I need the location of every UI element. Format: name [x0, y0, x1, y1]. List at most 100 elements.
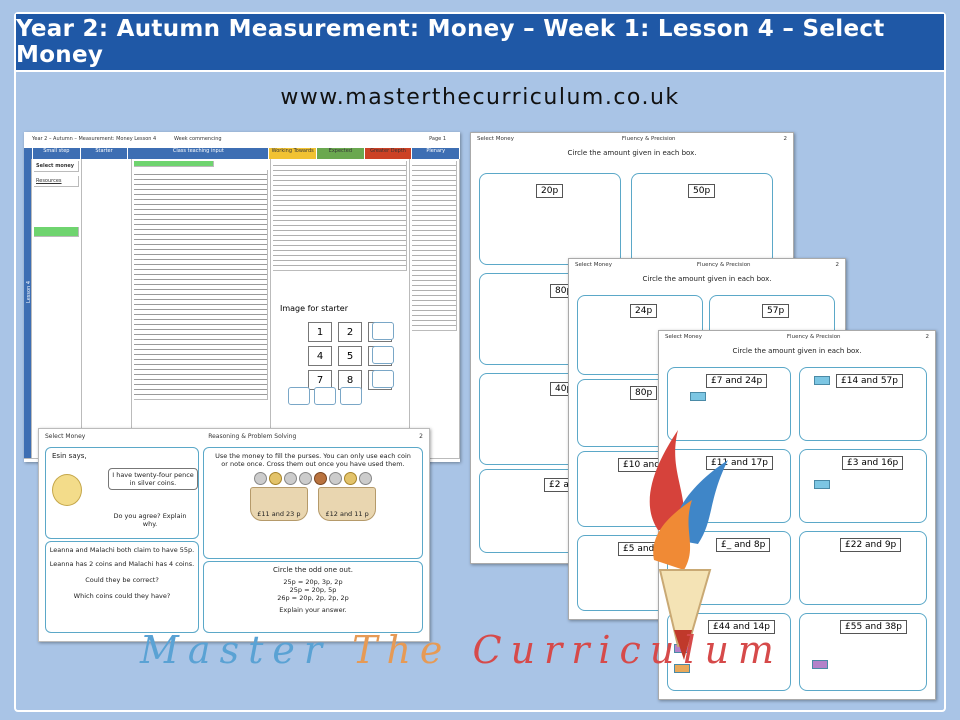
purses-panel: Use the money to fill the purses. You ca… — [203, 447, 423, 559]
small-step-col: Select money Resources — [32, 159, 82, 459]
banknote-icon — [812, 660, 828, 669]
col-header: Plenary — [412, 148, 460, 159]
col-header: Small step — [33, 148, 81, 159]
type-label: Fluency & Precision — [696, 262, 751, 268]
amount-label: £22 and 9p — [840, 538, 902, 552]
amount-label: 24p — [630, 304, 658, 318]
banknote-icon — [690, 392, 706, 401]
coin-icon — [359, 472, 372, 485]
watermark-word: Master — [140, 628, 331, 672]
page-number: 2 — [783, 136, 787, 142]
odd-one-out-panel: Circle the odd one out. 25p = 20p, 3p, 2… — [203, 561, 423, 633]
fluency-header: Select Money Fluency & Precision 2 — [569, 259, 845, 271]
page-number: 2 — [835, 262, 839, 268]
highlight-bar — [34, 227, 79, 237]
title-banner: Year 2: Autumn Measurement: Money – Week… — [16, 14, 944, 72]
grid-cell: 2 — [338, 322, 362, 342]
col-header: Greater Depth — [364, 148, 413, 159]
esin-says: Esin says, — [52, 452, 87, 460]
reasoning-sheet: Select Money Reasoning & Problem Solving… — [38, 428, 430, 642]
amount-box: 50p — [631, 173, 773, 265]
odd-line: 26p = 20p, 2p, 2p, 2p — [277, 594, 349, 602]
odd-title: Circle the odd one out. — [273, 566, 353, 574]
col-header: Expected — [317, 148, 365, 159]
plenary-col — [410, 159, 460, 459]
col-header: Class teaching input — [128, 148, 270, 159]
planning-sheet: Year 2 – Autumn – Measurement: Money Les… — [24, 132, 460, 462]
plan-header-left: Year 2 – Autumn – Measurement: Money Les… — [32, 136, 157, 142]
amount-box: 20p — [479, 173, 621, 265]
amount-box: £7 and 24p — [667, 367, 791, 441]
torch-logo-icon — [649, 430, 728, 660]
coin-icon — [314, 472, 327, 485]
amount-box: £14 and 57p — [799, 367, 927, 441]
section-label: Select Money — [575, 262, 612, 268]
leanna-panel: Leanna and Malachi both claim to have 55… — [45, 541, 199, 633]
purse-1: £11 and 23 p — [249, 487, 308, 521]
answer-box — [372, 322, 394, 340]
amount-box: £55 and 38p — [799, 613, 927, 691]
answer-box — [340, 387, 362, 405]
plan-column-headers: Small step Starter Class teaching input … — [24, 148, 460, 159]
avatar — [52, 474, 82, 506]
coin-icon — [254, 472, 267, 485]
grid-cell: 5 — [338, 346, 362, 366]
speech-bubble: I have twenty-four pence in silver coins… — [108, 468, 198, 490]
page-number: 2 — [925, 334, 929, 340]
banner-title: Year 2: Autumn Measurement: Money – Week… — [16, 16, 885, 68]
amount-label: 80p — [630, 386, 658, 400]
answer-box — [314, 387, 336, 405]
image-for-starter-label: Image for starter — [280, 304, 348, 313]
grid-cell: 4 — [308, 346, 332, 366]
website-url[interactable]: www.masterthecurriculum.co.uk — [280, 85, 680, 110]
plan-side-bar: Lesson 4 — [24, 159, 32, 459]
coin-icon — [299, 472, 312, 485]
small-step: Select money — [34, 161, 79, 172]
section-label: Select Money — [45, 432, 86, 440]
col-header: Starter — [80, 148, 129, 159]
reasoning-header: Select Money Reasoning & Problem Solving… — [39, 429, 429, 443]
amount-box: £3 and 16p — [799, 449, 927, 523]
coin-icon — [329, 472, 342, 485]
grid-cell: 1 — [308, 322, 332, 342]
agree-prompt: Do you agree? Explain why. — [113, 512, 187, 528]
type-label: Reasoning & Problem Solving — [208, 432, 297, 440]
answer-box — [372, 370, 394, 388]
page-number: 2 — [419, 432, 423, 440]
coin-row — [204, 472, 422, 485]
amount-label: £14 and 57p — [836, 374, 903, 388]
esin-panel: Esin says, I have twenty-four pence in s… — [45, 447, 199, 539]
amount-label: £44 and 14p — [708, 620, 775, 634]
leanna-line: Leanna and Malachi both claim to have 55… — [49, 546, 195, 554]
watermark-word: Curriculum — [472, 628, 783, 672]
starter-col — [81, 159, 132, 459]
resources-label: Resources — [34, 176, 79, 187]
amount-label: £_ and 8p — [716, 538, 771, 552]
amount-label: 50p — [688, 184, 716, 198]
col-header: Working Towards — [269, 148, 318, 159]
fluency-instruction: Circle the amount given in each box. — [732, 347, 862, 355]
explain-prompt: Explain your answer. — [279, 606, 347, 614]
leanna-line: Leanna has 2 coins and Malachi has 4 coi… — [49, 560, 195, 568]
type-label: Fluency & Precision — [786, 334, 841, 340]
amount-label: £55 and 38p — [840, 620, 907, 634]
amount-box: £22 and 9p — [799, 531, 927, 605]
fluency-instruction: Circle the amount given in each box. — [567, 149, 697, 157]
coin-icon — [269, 472, 282, 485]
answer-box — [372, 346, 394, 364]
plan-header-mid: Week commencing — [174, 136, 222, 142]
type-label: Fluency & Precision — [621, 136, 676, 142]
banknote-icon — [674, 664, 690, 673]
purse-2: £12 and 11 p — [318, 487, 377, 521]
amount-label: 20p — [536, 184, 564, 198]
plan-columns: Lesson 4 Select money Resources — [24, 159, 460, 459]
amount-label: 57p — [762, 304, 790, 318]
odd-line: 25p = 20p, 3p, 2p — [283, 578, 343, 586]
teaching-col — [131, 159, 271, 459]
purse-instructions: Use the money to fill the purses. You ca… — [215, 452, 411, 468]
banknote-icon — [814, 376, 830, 385]
answer-box — [288, 387, 310, 405]
